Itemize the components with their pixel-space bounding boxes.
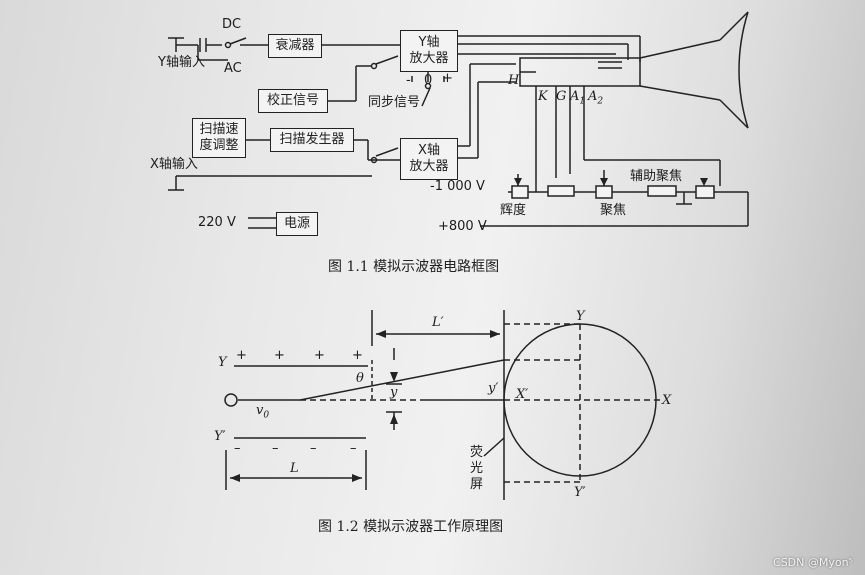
electrode-a1-label: A1: [570, 89, 586, 107]
plate-plus-4: +: [352, 348, 363, 363]
electrode-a2-label: A2: [588, 89, 604, 107]
yprime-deflection-label: y′: [488, 381, 499, 396]
y-input-label: Y轴输入: [158, 55, 205, 70]
x-input-label: X轴输入: [150, 157, 198, 172]
calibration-box: 校正信号: [258, 89, 328, 113]
watermark: CSDN @Myon⁵: [773, 556, 853, 569]
plate-minus-3: –: [310, 441, 317, 456]
sync-signal-label: 同步信号: [368, 95, 421, 110]
sweep-adjust-box: 扫描速 度调整: [192, 118, 246, 158]
attenuator-box: 衰减器: [268, 34, 322, 58]
x-axis-label: X: [662, 393, 672, 408]
sync-minus: -: [406, 73, 411, 88]
brightness-label: 辉度: [500, 203, 527, 218]
y-amplifier-label-1: Y轴: [418, 34, 440, 50]
focus-label: 聚焦: [600, 203, 627, 218]
theta-label: θ: [356, 371, 364, 386]
sweep-adjust-label-2: 度调整: [199, 138, 239, 153]
plus-800v-label: +800 V: [438, 219, 487, 234]
yprime-plate-label: Y′: [214, 429, 226, 444]
ac-label: AC: [224, 61, 242, 76]
yprime-axis-label: Y′: [574, 485, 586, 500]
y-deflection-label: y: [390, 385, 398, 400]
electrode-g-label: G: [556, 89, 567, 104]
x-amplifier-label-2: 放大器: [409, 159, 449, 174]
figure-2-caption: 图 1.2 模拟示波器工作原理图: [318, 519, 504, 535]
screen-label-2: 光: [470, 461, 484, 476]
sweep-adjust-label-1: 扫描速: [199, 121, 239, 137]
sync-zero: 0: [424, 73, 433, 88]
sync-plus: +: [442, 71, 453, 86]
l-label: L: [290, 461, 299, 476]
y-amplifier-label-2: 放大器: [409, 51, 449, 66]
power-box: 电源: [276, 212, 318, 236]
y-amplifier-box: Y轴 放大器: [400, 30, 458, 72]
screen-label-1: 荧: [470, 445, 484, 460]
plate-plus-3: +: [314, 348, 325, 363]
y-plate-label: Y: [218, 355, 227, 370]
electrode-k-label: K: [538, 89, 548, 104]
plate-minus-1: –: [234, 441, 241, 456]
x-amplifier-box: X轴 放大器: [400, 138, 458, 180]
sweep-generator-box: 扫描发生器: [270, 128, 354, 152]
x-amplifier-label-1: X轴: [418, 142, 440, 158]
figure-1-caption: 图 1.1 模拟示波器电路框图: [328, 259, 500, 275]
aux-focus-label: 辅助聚焦: [630, 169, 683, 184]
voltage-220-label: 220 V: [198, 215, 236, 230]
minus-1000v-label: -1 000 V: [430, 179, 485, 194]
dc-label: DC: [222, 17, 242, 32]
plate-minus-4: –: [350, 441, 357, 456]
screen-label-3: 屏: [470, 477, 484, 492]
plate-minus-2: –: [272, 441, 279, 456]
v0-label: v0: [256, 403, 270, 421]
lprime-label: L′: [432, 315, 444, 330]
electrode-h-label: H: [508, 73, 520, 88]
plate-plus-1: +: [236, 348, 247, 363]
plate-plus-2: +: [274, 348, 285, 363]
xprime-axis-label: X′: [516, 387, 529, 402]
y-axis-label: Y: [576, 309, 585, 324]
